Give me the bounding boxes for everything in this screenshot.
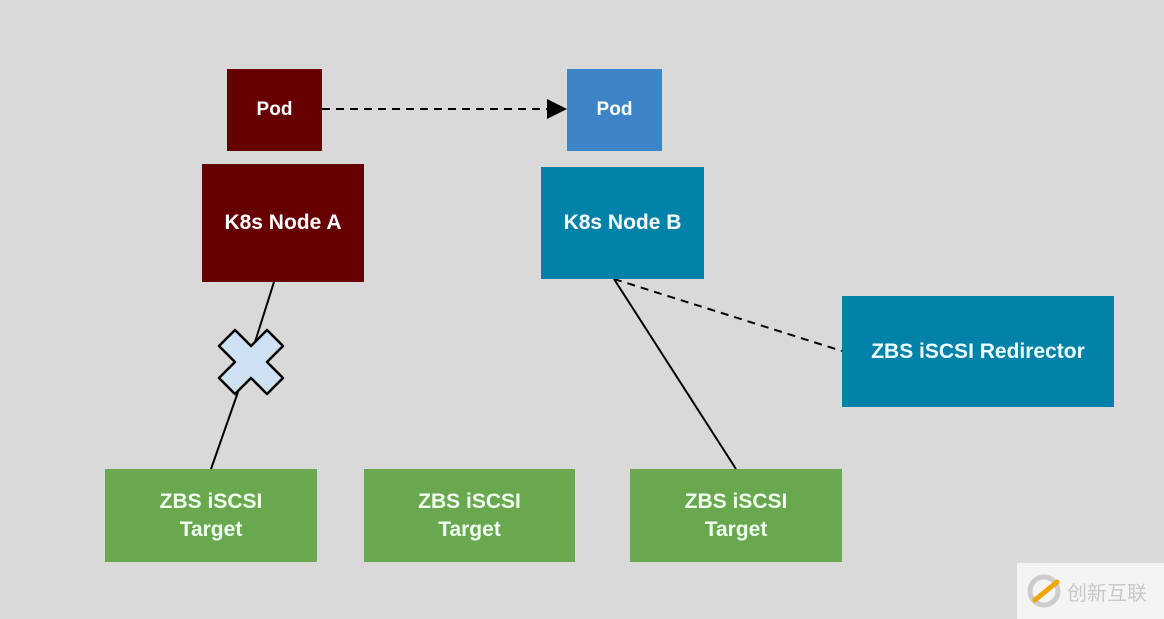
target-1-line2: Target — [179, 517, 243, 541]
target-3-line2: Target — [704, 517, 768, 541]
logo-icon — [1027, 574, 1061, 608]
k8s-node-b-label: K8s Node B — [563, 211, 682, 234]
target-2-line2: Target — [438, 517, 501, 541]
k8s-node-b[interactable]: K8s Node B — [541, 167, 704, 279]
watermark: 创新互联 — [1017, 563, 1164, 619]
k8s-node-a-label: K8s Node A — [224, 211, 342, 234]
target-1-line1: ZBS iSCSI — [159, 489, 263, 513]
watermark-text: 创新互联 — [1067, 580, 1147, 605]
target-3-line1: ZBS iSCSI — [684, 489, 788, 513]
pod-b[interactable]: Pod — [567, 69, 662, 151]
node-a-to-target-line-upper — [254, 281, 275, 343]
redirector-label: ZBS iSCSI Redirector — [871, 339, 1085, 363]
zbs-iscsi-target-3[interactable]: ZBS iSCSI Target — [630, 469, 842, 562]
pod-a-label: Pod — [256, 99, 293, 120]
node-b-to-target-line — [613, 278, 737, 470]
node-a-to-target-line-lower — [210, 391, 239, 470]
broken-link-x-icon — [217, 328, 285, 396]
zbs-iscsi-redirector[interactable]: ZBS iSCSI Redirector — [842, 296, 1114, 407]
k8s-node-a[interactable]: K8s Node A — [202, 164, 364, 282]
pod-a[interactable]: Pod — [227, 69, 322, 151]
zbs-iscsi-target-1[interactable]: ZBS iSCSI Target — [105, 469, 317, 562]
node-b-to-redirector-line — [613, 278, 843, 352]
pod-b-label: Pod — [596, 99, 633, 120]
target-2-line1: ZBS iSCSI — [418, 489, 521, 513]
zbs-iscsi-target-2[interactable]: ZBS iSCSI Target — [364, 469, 575, 562]
